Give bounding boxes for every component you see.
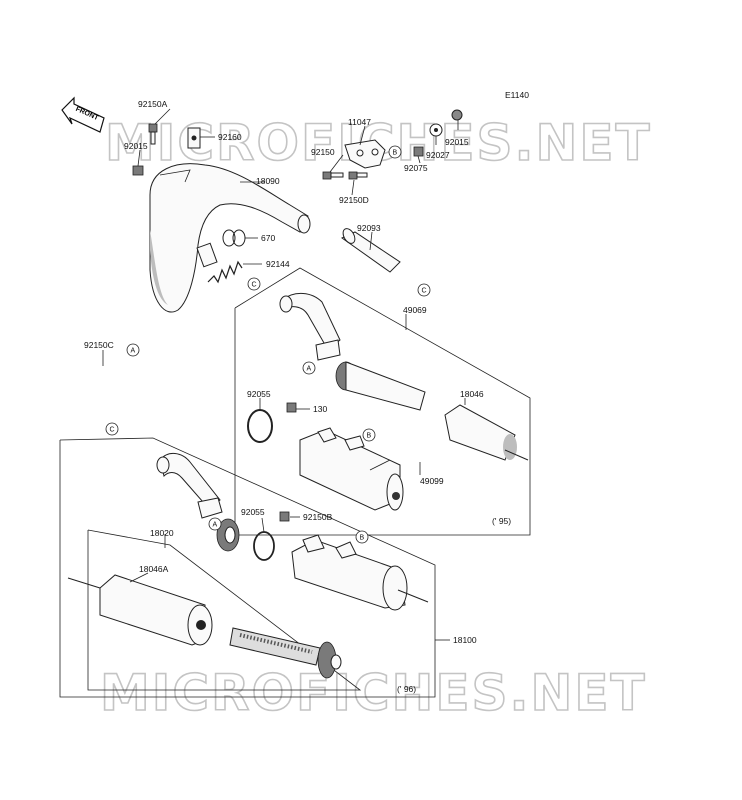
svg-text:A: A bbox=[213, 522, 218, 529]
label-11047: 11047 bbox=[348, 117, 371, 127]
label-96: (' 96) bbox=[397, 684, 416, 694]
box-96-outline bbox=[59, 437, 436, 698]
o-rings-670-icon bbox=[222, 229, 246, 247]
perforated-core bbox=[229, 627, 342, 679]
label-49099: 49099 bbox=[420, 476, 444, 486]
nut-92015-left-icon bbox=[132, 165, 144, 176]
svg-text:A: A bbox=[131, 348, 136, 355]
ref-marker-c-95: C bbox=[247, 277, 261, 291]
label-18020: 18020 bbox=[150, 528, 174, 538]
leader-lines bbox=[102, 108, 466, 641]
label-18100: 18100 bbox=[453, 635, 477, 645]
expansion-chamber bbox=[149, 163, 311, 313]
ref-marker-a-left: A bbox=[126, 343, 140, 357]
part-labels: 92150A 92160 92015 11047 92150 92075 920… bbox=[84, 99, 511, 694]
ref-marker-a-96: A bbox=[208, 517, 222, 531]
nut-92015-right-icon bbox=[451, 109, 463, 121]
diagram-code: E1140 bbox=[505, 90, 529, 100]
inlet-pipe-95 bbox=[279, 293, 426, 411]
label-92015-right: 92015 bbox=[445, 137, 469, 147]
inlet-pipe-96 bbox=[156, 453, 240, 552]
label-92075: 92075 bbox=[404, 163, 428, 173]
label-670: 670 bbox=[261, 233, 275, 243]
muffler-body-95 bbox=[299, 427, 404, 511]
label-92055-lower: 92055 bbox=[241, 507, 265, 517]
label-49069: 49069 bbox=[403, 305, 427, 315]
ref-marker-a-95: A bbox=[302, 361, 316, 375]
label-95: (' 95) bbox=[492, 516, 511, 526]
silencer-18046a bbox=[67, 574, 213, 646]
bolt-92150d-icon bbox=[348, 171, 368, 180]
label-18046: 18046 bbox=[460, 389, 484, 399]
label-92160: 92160 bbox=[218, 132, 242, 142]
label-18090: 18090 bbox=[256, 176, 280, 186]
bolt-130-icon bbox=[286, 402, 297, 413]
label-92150: 92150 bbox=[311, 147, 335, 157]
svg-text:C: C bbox=[422, 288, 427, 295]
bracket-92160-icon bbox=[187, 127, 201, 149]
label-92150c: 92150C bbox=[84, 340, 114, 350]
bolt-92150a-icon bbox=[148, 123, 158, 145]
label-92015-left: 92015 bbox=[124, 141, 148, 151]
ref-marker-b-95: B bbox=[362, 428, 376, 442]
label-130: 130 bbox=[313, 404, 327, 414]
spring-92144-icon bbox=[196, 242, 243, 284]
sleeve-92093-icon bbox=[341, 228, 401, 273]
watermark-bottom: MICROFICHES.NET bbox=[100, 664, 647, 722]
svg-text:B: B bbox=[360, 535, 365, 542]
svg-text:B: B bbox=[367, 433, 372, 440]
svg-text:A: A bbox=[307, 366, 312, 373]
label-92027: 92027 bbox=[426, 150, 450, 160]
muffler-body-96 bbox=[291, 534, 429, 611]
ref-marker-c-sleeve: C bbox=[417, 283, 431, 297]
gasket-92055-lower-icon bbox=[253, 531, 275, 561]
svg-text:C: C bbox=[110, 427, 115, 434]
label-92144: 92144 bbox=[266, 259, 290, 269]
label-92150a: 92150A bbox=[138, 99, 168, 109]
label-92055-upper: 92055 bbox=[247, 389, 271, 399]
nut-92075-icon bbox=[413, 146, 424, 157]
bracket-11047-icon bbox=[344, 139, 386, 169]
label-92093: 92093 bbox=[357, 223, 381, 233]
ref-marker-b-top: B bbox=[388, 145, 402, 159]
svg-text:C: C bbox=[252, 282, 257, 289]
label-92150b: 92150B bbox=[303, 512, 333, 522]
washer-92027-icon bbox=[429, 123, 443, 137]
gasket-92055-ring-icon bbox=[247, 409, 273, 443]
bolt-92150-icon bbox=[322, 171, 344, 180]
label-18046a: 18046A bbox=[139, 564, 169, 574]
svg-text:B: B bbox=[393, 150, 398, 157]
silencer-18046 bbox=[444, 404, 529, 461]
ref-marker-c-96: C bbox=[105, 422, 119, 436]
front-arrow-icon: FRONT bbox=[61, 96, 105, 133]
ref-marker-b-96: B bbox=[355, 530, 369, 544]
bolt-92150b-icon bbox=[279, 511, 290, 522]
label-92150d: 92150D bbox=[339, 195, 369, 205]
